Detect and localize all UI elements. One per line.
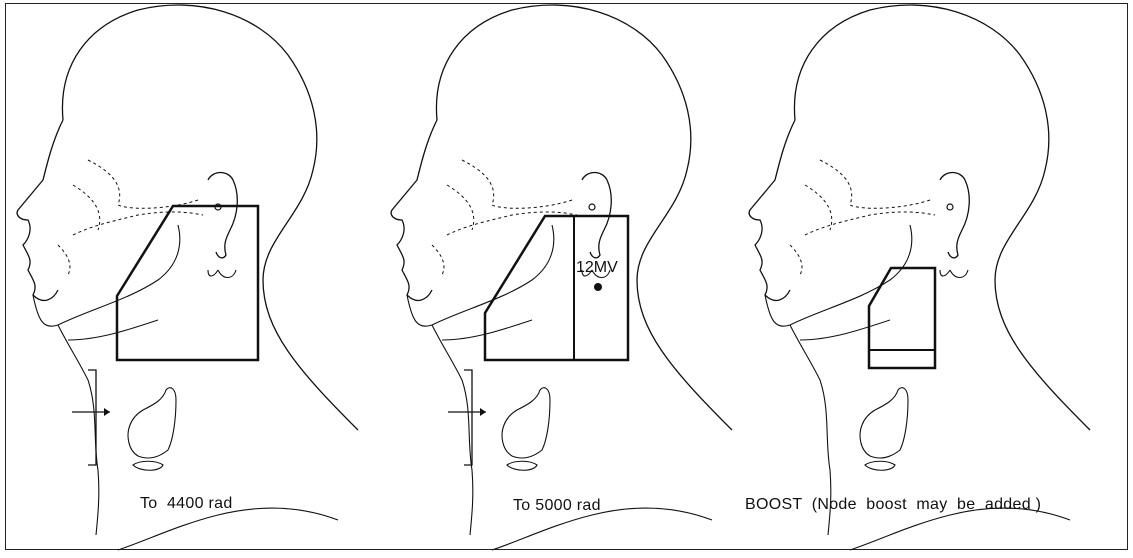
panel-2-caption: To 5000 rad (513, 497, 601, 515)
panel-1-head (17, 5, 358, 550)
panel-2-field-label: 12MV (576, 259, 618, 276)
panel-3-caption: BOOST (Node boost may be added ) (745, 496, 1041, 514)
panel-1-field (117, 206, 258, 360)
panel-1-caption: To 4400 rad (140, 495, 233, 513)
panel-2-head (391, 5, 732, 550)
panel-2-field (485, 216, 628, 360)
panel-3-head (749, 5, 1090, 550)
panel-3-field (869, 268, 935, 368)
panel-2-marker (448, 370, 486, 465)
panel-2-isocenter-dot (594, 283, 602, 291)
panel-1-marker (72, 370, 110, 465)
